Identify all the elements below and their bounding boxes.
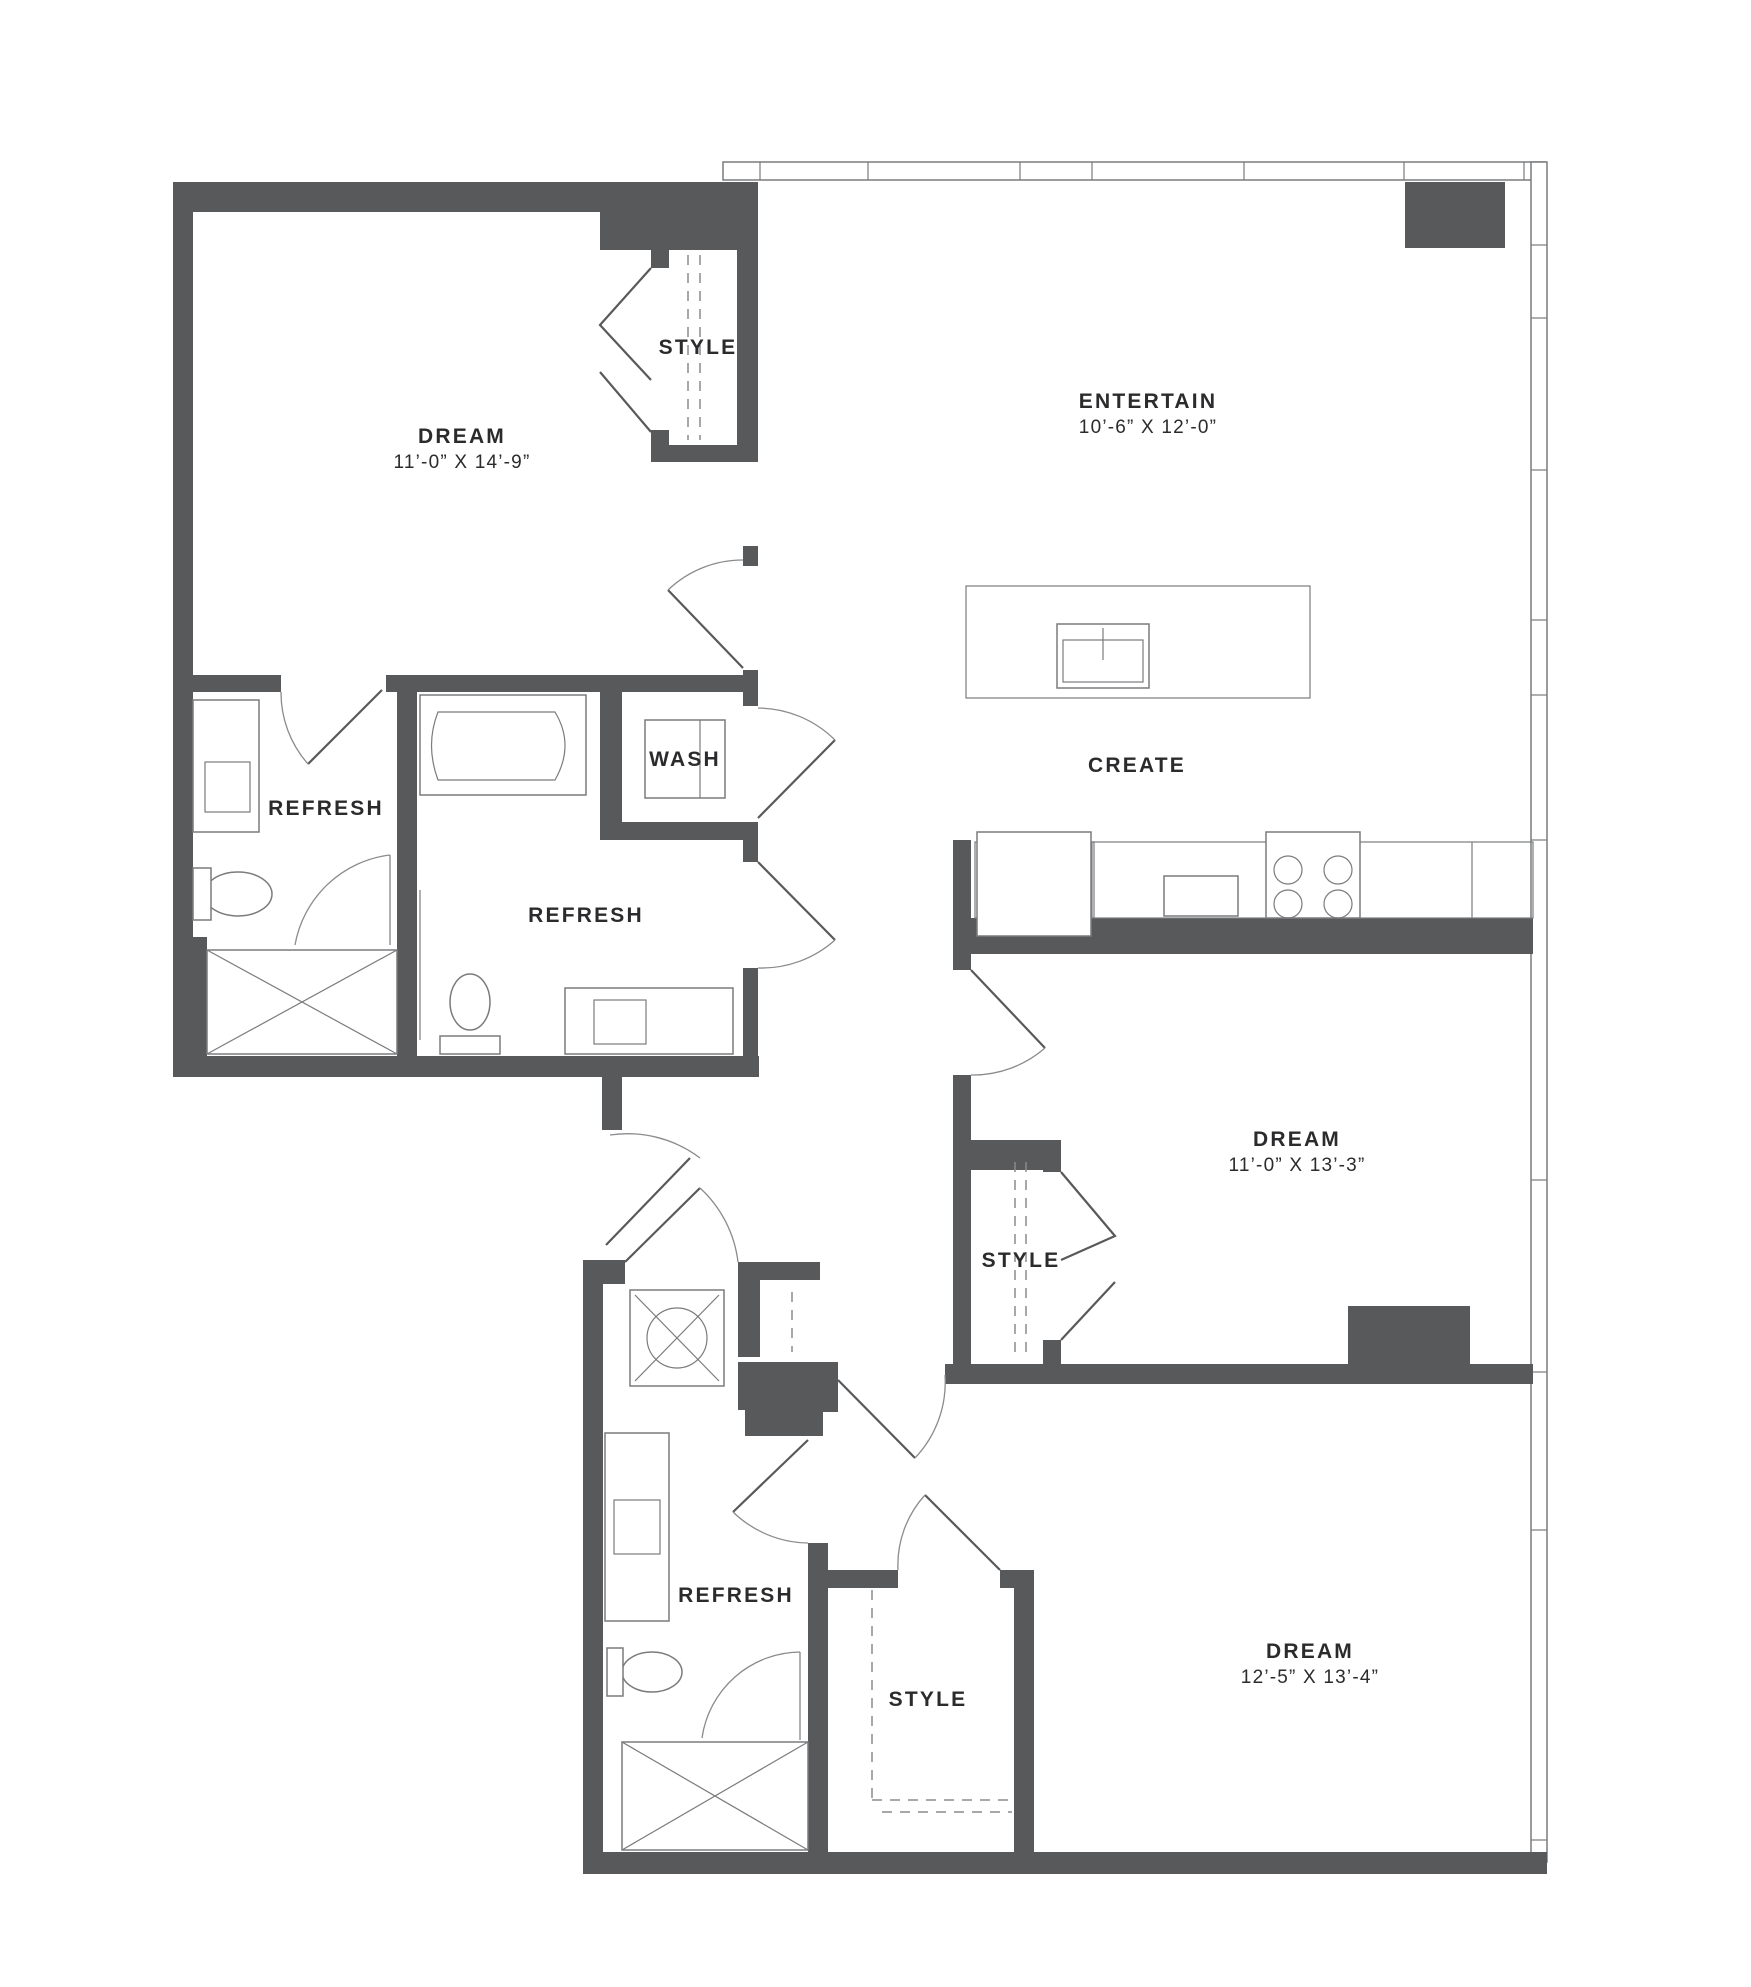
- room-dimensions-entertain: 10’-6” X 12’-0”: [1079, 417, 1217, 438]
- room-labels: DREAM 11’-0” X 14’-9” STYLE ENTERTAIN 10…: [268, 336, 1379, 1711]
- window-right: [1530, 161, 1548, 1863]
- room-name-dream-1: DREAM: [418, 425, 506, 448]
- cooktop: [1265, 831, 1361, 919]
- room-dimensions-dream-2: 11’-0” X 13’-3”: [1229, 1155, 1366, 1176]
- room-name-refresh-2: REFRESH: [528, 904, 644, 927]
- room-name-style-1: STYLE: [659, 336, 738, 359]
- refrigerator: [976, 831, 1092, 937]
- room-name-refresh-1: REFRESH: [268, 797, 384, 820]
- column-top-right: [1405, 182, 1505, 248]
- window-top: [722, 161, 1546, 181]
- room-name-refresh-3: REFRESH: [678, 1584, 794, 1607]
- vanity-1: [192, 699, 260, 833]
- room-name-style-2: STYLE: [982, 1249, 1061, 1272]
- room-name-dream-2: DREAM: [1253, 1128, 1341, 1151]
- room-name-style-3: STYLE: [889, 1688, 968, 1711]
- room-name-wash: WASH: [649, 748, 721, 771]
- toilet-3: [621, 1651, 683, 1693]
- doors: [280, 267, 1117, 1740]
- walls: [173, 182, 1547, 1874]
- vanity-2: [564, 987, 734, 1055]
- vanity-3: [604, 1432, 670, 1622]
- room-name-create: CREATE: [1088, 754, 1186, 777]
- toilet-1: [203, 871, 273, 917]
- toilet-2: [449, 973, 491, 1031]
- kitchen-island: [965, 585, 1311, 699]
- fixtures: [192, 255, 1534, 1851]
- washer-dryer: [644, 719, 726, 799]
- room-name-entertain: ENTERTAIN: [1079, 390, 1217, 413]
- room-name-dream-3: DREAM: [1266, 1640, 1354, 1663]
- room-dimensions-dream-3: 12’-5” X 13’-4”: [1241, 1667, 1379, 1688]
- room-dimensions-dream-1: 11’-0” X 14’-9”: [394, 452, 531, 473]
- dishwasher: [1163, 875, 1239, 917]
- kitchen-counter: [974, 841, 1534, 919]
- column-mid-right: [1348, 1306, 1470, 1376]
